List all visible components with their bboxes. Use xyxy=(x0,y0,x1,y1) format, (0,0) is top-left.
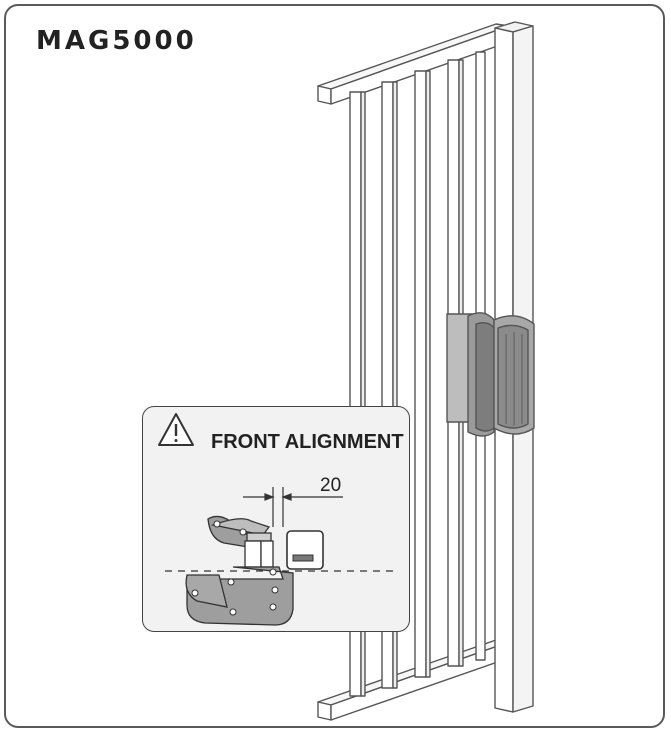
front-alignment-inset: FRONT ALIGNMENT 20 xyxy=(142,406,410,632)
dimension-label: 20 xyxy=(320,475,342,496)
alignment-diagram xyxy=(158,413,398,626)
screw-holes xyxy=(191,520,279,616)
warning-triangle-icon xyxy=(158,413,194,446)
lock-bracket xyxy=(185,515,294,626)
gate-illustration xyxy=(317,21,535,721)
inset-heading: FRONT ALIGNMENT xyxy=(211,431,404,453)
magnetic-lock xyxy=(446,312,535,437)
armature-plate xyxy=(286,530,324,570)
diagram-title: MAG5000 xyxy=(36,26,197,56)
dimension-markers xyxy=(243,487,343,527)
diagram-frame: MAG5000 xyxy=(4,4,665,728)
